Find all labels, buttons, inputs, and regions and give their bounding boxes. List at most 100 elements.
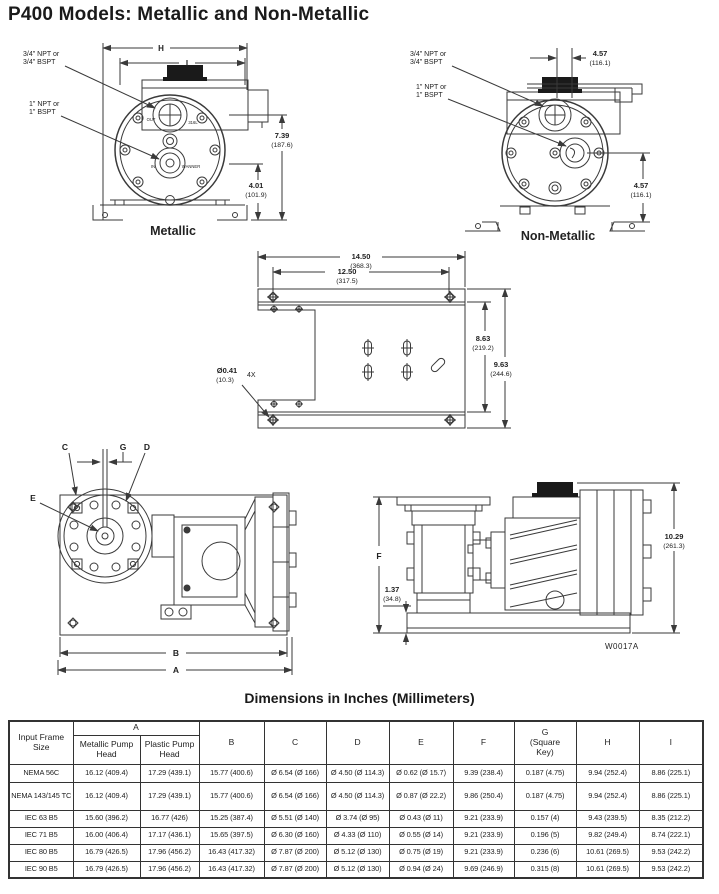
dim-1450-in: 14.50: [352, 252, 371, 261]
cell-frame: IEC 90 B5: [8, 860, 74, 879]
header-h: H: [575, 720, 640, 765]
face-out-label: OUT: [147, 117, 156, 122]
label-c: C: [62, 442, 68, 452]
dim-label-h: H: [158, 44, 164, 53]
cell-c: Ø 6.30 (Ø 160): [263, 826, 327, 845]
cell-b: 15.77 (400.6): [198, 781, 265, 811]
cell-a-plastic: 17.96 (456.2): [139, 860, 200, 879]
header-f: F: [452, 720, 515, 765]
cell-d: Ø 4.50 (Ø 114.3): [325, 781, 390, 811]
cell-c: Ø 6.54 (Ø 166): [263, 763, 327, 783]
header-d: D: [325, 720, 390, 765]
label-e: E: [30, 493, 36, 503]
cell-f: 9.39 (238.4): [452, 763, 515, 783]
cell-e: Ø 0.55 (Ø 14): [388, 826, 454, 845]
non-metallic-pump-linework: [447, 48, 650, 232]
corner-hole: [267, 414, 279, 426]
cell-frame: IEC 63 B5: [8, 809, 74, 828]
dim-863-mm: (219.2): [472, 345, 494, 352]
dim-right-457-in: 4.57: [634, 181, 649, 190]
cell-frame: NEMA 143/145 TC: [8, 781, 74, 811]
corner-hole: [444, 414, 456, 426]
cell-h: 9.94 (252.4): [575, 763, 640, 783]
cell-f: 9.21 (233.9): [452, 843, 515, 862]
top-view-linework: [39, 449, 297, 675]
cell-h: 9.43 (239.5): [575, 809, 640, 828]
cell-b: 16.43 (417.32): [198, 843, 265, 862]
hole-dia-mm: (10.3): [216, 377, 234, 384]
port-top-label-line1: 3/4" NPT or: [410, 51, 447, 58]
cell-a-metallic: 16.12 (409.4): [72, 763, 141, 783]
cell-d: Ø 5.12 (Ø 130): [325, 843, 390, 862]
cell-e: Ø 0.75 (Ø 19): [388, 843, 454, 862]
cell-g: 0.187 (4.75): [513, 763, 577, 783]
non-metallic-front-view-drawing: 3/4" NPT or 3/4" BSPT 1" NPT or 1" BSPT …: [410, 48, 652, 243]
dim-label-f: F: [376, 551, 381, 561]
cell-a-plastic: 16.77 (426): [139, 809, 200, 828]
dim-739-mm: (187.6): [271, 142, 293, 149]
cell-e: Ø 0.62 (Ø 15.7): [388, 763, 454, 783]
cell-g: 0.196 (5): [513, 826, 577, 845]
header-b: B: [198, 720, 265, 765]
top-view-drawing: C G D E B A: [30, 442, 297, 675]
cell-i: 8.86 (225.1): [638, 781, 704, 811]
dim-137-in: 1.37: [385, 585, 400, 594]
metallic-front-view-drawing: H I 3/4" NPT or 3/4" BSPT 1" NPT or 1" B…: [23, 43, 293, 238]
dimensions-table: Input Frame Size A B C D E F G (Square K…: [8, 720, 705, 879]
cell-d: Ø 3.74 (Ø 95): [325, 809, 390, 828]
cell-g: 0.236 (6): [513, 843, 577, 862]
dim-963-in: 9.63: [494, 360, 509, 369]
cell-e: Ø 0.43 (Ø 11): [388, 809, 454, 828]
cell-b: 16.43 (417.32): [198, 860, 265, 879]
base-plate-drawing: 14.50 (368.3) 12.50 (317.5) 8.63 (219.2)…: [216, 251, 512, 429]
cell-c: Ø 7.87 (Ø 200): [263, 843, 327, 862]
cell-frame: IEC 80 B5: [8, 843, 74, 862]
cell-d: Ø 4.33 (Ø 110): [325, 826, 390, 845]
cell-a-plastic: 17.29 (439.1): [139, 763, 200, 783]
cell-h: 9.94 (252.4): [575, 781, 640, 811]
table-row-iec-90-b5: IEC 90 B5 16.79 (426.5) 17.96 (456.2) 16…: [8, 860, 704, 879]
dim-401-in: 4.01: [249, 181, 264, 190]
cell-a-metallic: 16.79 (426.5): [72, 843, 141, 862]
table-row-iec-63-b5: IEC 63 B5 15.60 (396.2) 16.77 (426) 15.2…: [8, 809, 704, 828]
cell-e: Ø 0.94 (Ø 24): [388, 860, 454, 879]
page-title: P400 Models: Metallic and Non-Metallic: [8, 4, 370, 25]
cell-i: 8.86 (225.1): [638, 763, 704, 783]
cell-g: 0.187 (4.75): [513, 781, 577, 811]
cell-a-plastic: 17.29 (439.1): [139, 781, 200, 811]
port-bottom-label-line2: 1" BSPT: [416, 92, 443, 99]
port-bottom-label-line1: 1" NPT or: [416, 84, 447, 91]
cell-h: 9.82 (249.4): [575, 826, 640, 845]
cell-a-metallic: 16.79 (426.5): [72, 860, 141, 879]
side-view-drawing: F 1.37 (34.8) 10.29 (261.3) W0017A: [373, 482, 685, 651]
cell-i: 8.74 (222.1): [638, 826, 704, 845]
dim-top-457-in: 4.57: [593, 49, 608, 58]
dim-label-b: B: [173, 648, 179, 658]
cell-b: 15.65 (397.5): [198, 826, 265, 845]
header-a-plastic-pump-head: Plastic Pump Head: [139, 734, 200, 765]
dim-401-mm: (101.9): [245, 192, 267, 199]
dim-label-i: I: [186, 59, 188, 68]
label-g: G: [120, 442, 127, 452]
cell-e: Ø 0.87 (Ø 22.2): [388, 781, 454, 811]
port-bottom-label-line1: 1" NPT or: [29, 101, 60, 108]
table-row-iec-80-b5: IEC 80 B5 16.79 (426.5) 17.96 (456.2) 16…: [8, 843, 704, 862]
dim-863-in: 8.63: [476, 334, 491, 343]
header-e: E: [388, 720, 454, 765]
cell-i: 9.53 (242.2): [638, 843, 704, 862]
cell-h: 10.61 (269.5): [575, 843, 640, 862]
non-metallic-caption: Non-Metallic: [521, 229, 595, 243]
cell-f: 9.86 (250.4): [452, 781, 515, 811]
header-a-metallic-pump-head: Metallic Pump Head: [72, 734, 141, 765]
port-bottom-label-line2: 1" BSPT: [29, 109, 56, 116]
cell-i: 9.53 (242.2): [638, 860, 704, 879]
face-in-label: IN: [151, 164, 155, 169]
dim-137-mm: (34.8): [383, 596, 401, 603]
cell-f: 9.21 (233.9): [452, 826, 515, 845]
side-view-linework: [373, 482, 680, 645]
header-c: C: [263, 720, 327, 765]
cell-c: Ø 6.54 (Ø 166): [263, 781, 327, 811]
cell-a-plastic: 17.96 (456.2): [139, 843, 200, 862]
cell-h: 10.61 (269.5): [575, 860, 640, 879]
